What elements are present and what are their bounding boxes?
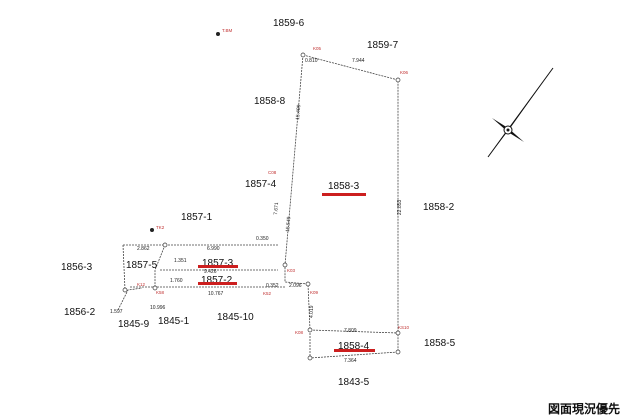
dimension: 15.489	[295, 104, 302, 120]
dimension: 1.597	[110, 309, 123, 315]
boundary-west	[284, 54, 399, 334]
boundary-1858-3	[302, 54, 399, 335]
dimension: 7.944	[352, 58, 365, 64]
parcel-label: 1856-3	[61, 262, 93, 273]
highlight-underline-1858-3	[322, 193, 366, 196]
parcel-label: 1858-4	[338, 341, 370, 352]
dimension: 9.426	[204, 269, 217, 275]
benchmark-point	[150, 228, 154, 232]
north-arrow-compass-icon	[487, 67, 554, 158]
parcel-label: 1857-5	[126, 260, 158, 271]
boundary-1858-4	[309, 330, 399, 359]
dimension: 2.096	[289, 283, 302, 289]
point-code: K12	[137, 282, 146, 287]
parcel-label: 1857-4	[245, 179, 277, 190]
point-code: KS10	[398, 325, 410, 330]
parcel-label: 1857-1	[181, 212, 213, 223]
dimension: 22.853	[397, 199, 403, 215]
dimension: 0.352	[266, 283, 279, 289]
dimension: 7.364	[344, 358, 357, 364]
point-code: TK2	[156, 225, 165, 230]
parcel-label: 1856-2	[64, 307, 96, 318]
parcel-label: 1845-1	[158, 316, 190, 327]
parcel-label: 1843-5	[338, 377, 370, 388]
dimension: 6.990	[207, 246, 220, 252]
point-code: K06	[400, 70, 409, 75]
highlight-underline-1857-2	[198, 282, 237, 285]
dimension: 0.810	[305, 58, 318, 64]
drawing-priority-note: 図面現況優先	[547, 402, 620, 416]
dimension: 10.767	[208, 291, 224, 297]
dimension: 7.809	[344, 328, 357, 334]
dimension: 4.019	[309, 305, 315, 318]
parcel-label: 1857-2	[201, 275, 233, 286]
strip-west-line	[122, 244, 126, 291]
point-code: C08	[268, 170, 277, 175]
point-code: K05	[313, 46, 322, 51]
parcel-label: 1858-8	[254, 96, 286, 107]
point-code: K03	[287, 268, 296, 273]
dimension: 0.350	[256, 236, 269, 242]
dimension: 1.760	[170, 278, 183, 284]
point-code: K58	[156, 290, 165, 295]
point-code: T.BM	[222, 28, 233, 33]
dimension: 7.671	[273, 202, 280, 215]
benchmark-point	[216, 32, 220, 36]
parcel-label: 1858-2	[423, 202, 455, 213]
point-code: K09	[310, 290, 319, 295]
dimension: 1.351	[174, 258, 187, 264]
dimension: 15.549	[285, 216, 292, 232]
highlight-underline-1857-3	[198, 265, 238, 268]
point-code: K52	[263, 291, 272, 296]
parcel-label: 1859-7	[367, 40, 399, 51]
dimension: 10.996	[150, 305, 166, 311]
point-code: K08	[295, 330, 304, 335]
parcel-label: 1859-6	[273, 18, 305, 29]
parcel-label: 1845-9	[118, 319, 150, 330]
parcel-label: 1858-3	[328, 181, 360, 192]
strip-inner-line	[154, 244, 166, 290]
lot-1845-9-line	[117, 287, 143, 311]
highlight-underline-1858-4	[334, 349, 375, 352]
parcel-label: 1845-10	[217, 312, 254, 323]
parcel-label: 1857-3	[202, 258, 234, 269]
parcel-label: 1858-5	[424, 338, 456, 349]
dimension: 2.862	[137, 246, 150, 252]
